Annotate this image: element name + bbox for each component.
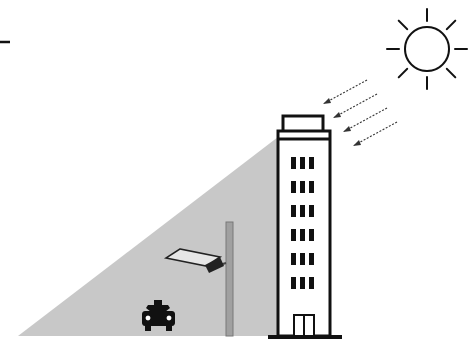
sunlight-arrowhead bbox=[343, 126, 351, 132]
building-window bbox=[300, 181, 305, 193]
building-window bbox=[291, 253, 296, 265]
sunlight-arrowhead bbox=[333, 112, 341, 118]
building-window bbox=[291, 229, 296, 241]
building-window bbox=[309, 157, 314, 169]
sunlight-arrowhead bbox=[353, 140, 361, 146]
building-window bbox=[300, 205, 305, 217]
building-icon bbox=[278, 116, 330, 336]
sun-ray bbox=[447, 69, 455, 77]
sun-icon bbox=[387, 9, 467, 89]
sun-ray bbox=[447, 21, 455, 29]
sun-ray bbox=[399, 69, 407, 77]
building-window bbox=[309, 277, 314, 289]
sun-ray bbox=[399, 21, 407, 29]
building-window bbox=[309, 253, 314, 265]
building-window bbox=[309, 229, 314, 241]
sunlight-arrows bbox=[323, 80, 397, 146]
building-window bbox=[291, 181, 296, 193]
building-window bbox=[300, 277, 305, 289]
building-window bbox=[300, 229, 305, 241]
building-window bbox=[300, 253, 305, 265]
building-window bbox=[291, 157, 296, 169]
building-window bbox=[291, 277, 296, 289]
light-pole bbox=[226, 222, 233, 336]
building-window bbox=[291, 205, 296, 217]
building-window bbox=[300, 157, 305, 169]
building-window bbox=[309, 181, 314, 193]
sunlight-arrowhead bbox=[323, 98, 331, 104]
building-window bbox=[309, 205, 314, 217]
